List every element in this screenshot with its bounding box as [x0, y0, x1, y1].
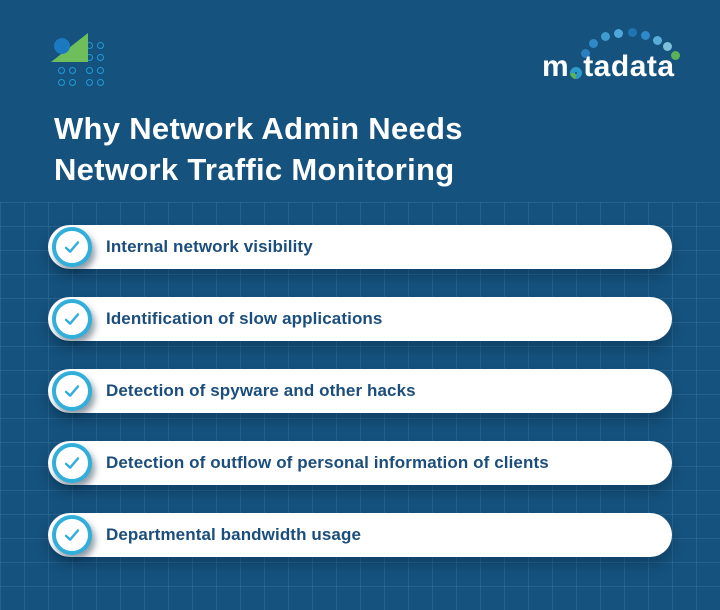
benefit-label: Identification of slow applications — [106, 309, 383, 328]
motadata-arc-dot-icon — [588, 38, 598, 48]
motadata-arc-dot-icon — [662, 41, 672, 51]
benefit-list-item: Detection of spyware and other hacks — [48, 369, 672, 413]
logo-ring-dot-icon — [68, 78, 76, 86]
brand-logo-mark-icon — [50, 30, 112, 90]
logo-ring-dot-icon — [85, 78, 93, 86]
logo-circle-icon — [54, 38, 70, 54]
motadata-arc-dot-icon — [652, 35, 662, 45]
benefit-label: Detection of spyware and other hacks — [106, 381, 416, 400]
wordmark-prefix: m — [542, 50, 570, 83]
motadata-arc-dot-icon — [640, 30, 650, 40]
logo-ring-dot-icon — [96, 78, 104, 86]
wordmark-suffix: tadata — [583, 50, 675, 83]
benefit-label: Internal network visibility — [106, 237, 313, 256]
check-circle-icon — [52, 443, 92, 483]
benefit-label: Detection of outflow of personal informa… — [106, 453, 549, 472]
logo-ring-dot-icon — [57, 66, 65, 74]
check-circle-icon — [52, 299, 92, 339]
title-line-1: Why Network Admin Needs — [54, 111, 463, 146]
logo-ring-dot-icon — [68, 66, 76, 74]
page-title: Why Network Admin Needs Network Traffic … — [54, 108, 463, 190]
benefit-list-item: Identification of slow applications — [48, 297, 672, 341]
check-circle-icon — [52, 371, 92, 411]
benefit-list-item: Departmental bandwidth usage — [48, 513, 672, 557]
motadata-arc-dot-icon — [627, 27, 637, 37]
logo-ring-dot-icon — [96, 53, 104, 61]
check-circle-icon — [52, 227, 92, 267]
logo-ring-dot-icon — [96, 66, 104, 74]
benefit-list-item: Internal network visibility — [48, 225, 672, 269]
motadata-arc-dot-icon — [613, 28, 623, 38]
benefit-list-item: Detection of outflow of personal informa… — [48, 441, 672, 485]
benefits-list: Internal network visibility Identificati… — [48, 225, 672, 557]
motadata-arc-dot-icon — [580, 48, 590, 58]
logo-ring-dot-icon — [85, 66, 93, 74]
motadata-arc-dot-icon — [600, 31, 610, 41]
title-line-2: Network Traffic Monitoring — [54, 152, 455, 187]
benefit-label: Departmental bandwidth usage — [106, 525, 362, 544]
check-circle-icon — [52, 515, 92, 555]
logo-ring-dot-icon — [96, 41, 104, 49]
motadata-arc-dot-icon — [670, 50, 680, 60]
logo-ring-dot-icon — [57, 78, 65, 86]
